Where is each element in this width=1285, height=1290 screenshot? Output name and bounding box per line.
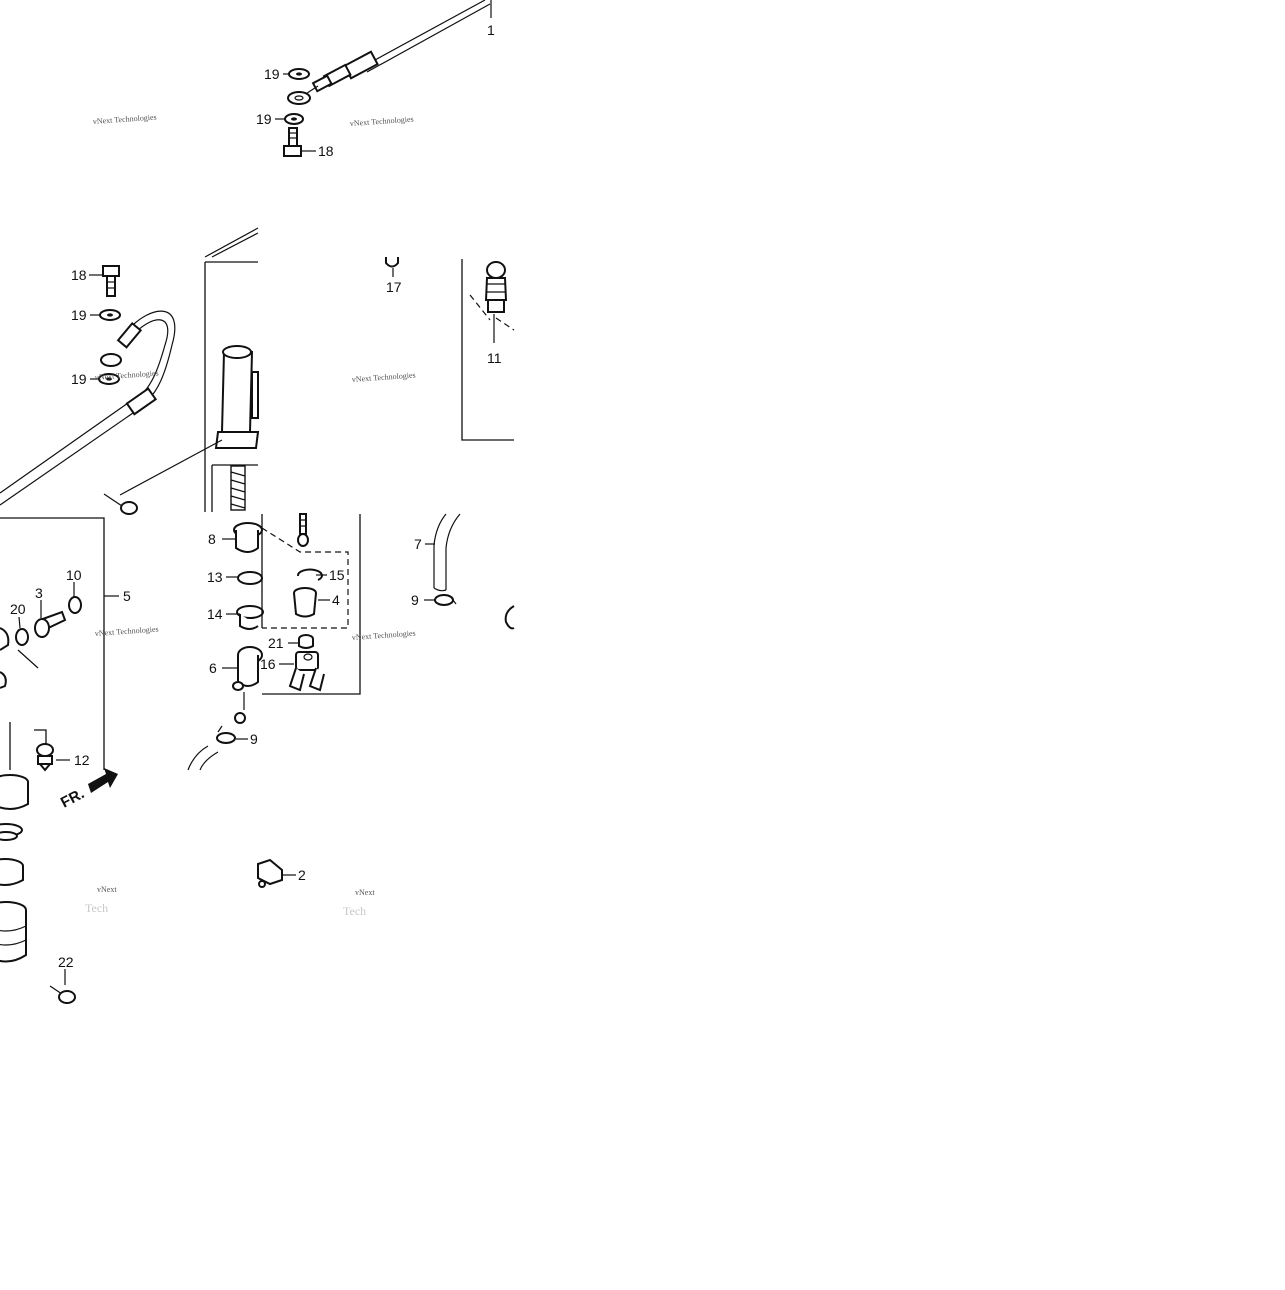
part-number-21: 21: [268, 635, 284, 651]
watermark: vNext Technologies: [95, 625, 159, 638]
brake-hose-1: [287, 0, 492, 105]
diaphragm-icon: [236, 605, 264, 630]
hose-joint-icon: [34, 610, 67, 638]
hose-clip-icon: [434, 594, 457, 606]
reservoir-icon: [0, 901, 27, 963]
tile-bottom-middle: 8 13 14 6 9: [187, 513, 416, 918]
tile-top-right: 1 19 19 18 vNext Technologies vNext Tech…: [93, 0, 495, 159]
front-direction-arrow-icon: [88, 768, 118, 793]
part-number-11: 11: [487, 350, 502, 366]
part-number-13: 13: [207, 569, 223, 585]
reservoir-icon: [232, 646, 263, 724]
diaphragm-plate-icon: [0, 823, 23, 841]
reservoir-cap-icon: [0, 774, 29, 810]
nut-icon: [298, 634, 314, 649]
pushrod-icon: [297, 513, 309, 547]
watermark: vNext: [97, 885, 117, 894]
part-number-9-b: 9: [411, 592, 419, 608]
oil-bolt-icon: [102, 265, 120, 297]
diaphragm-icon: [0, 858, 24, 886]
watermark: vNext: [355, 888, 375, 897]
part-number-16: 16: [260, 656, 276, 672]
reservoir-cap-icon: [233, 522, 263, 553]
part-number-19-b: 19: [256, 111, 272, 127]
watermark: vNext Technologies: [350, 115, 414, 128]
master-cylinder-body: [214, 345, 260, 449]
watermark: Tech: [343, 904, 366, 918]
part-number-22: 22: [58, 954, 74, 970]
bolt-icon: [36, 743, 54, 772]
reservoir-hose: [433, 513, 461, 592]
bolt-icon: [103, 493, 138, 515]
hose-clip-icon: [216, 725, 236, 744]
watermark: vNext Technologies: [93, 113, 157, 126]
part-number-7: 7: [414, 536, 422, 552]
part-number-15: 15: [329, 567, 345, 583]
circlip-icon: [297, 568, 323, 581]
screw-icon: [385, 257, 399, 268]
piston-spring-icon: [230, 465, 246, 511]
part-number-19-a: 19: [264, 66, 280, 82]
diaphragm-plate-icon: [237, 571, 263, 585]
part-number-10: 10: [66, 567, 82, 583]
front-direction-label: FR.: [58, 785, 87, 811]
brake-hose: [0, 310, 176, 506]
watermark: Tech: [85, 901, 108, 915]
bushing-icon: [293, 587, 317, 618]
tile-bottom-left: 5 10 3 20 12 FR.: [0, 517, 159, 1004]
part-number-2: 2: [298, 867, 306, 883]
part-number-17: 17: [386, 279, 402, 295]
part-number-3: 3: [35, 585, 43, 601]
watermark: vNext Technologies: [95, 369, 159, 382]
part-number-1: 1: [487, 22, 495, 38]
part-number-19-d: 19: [71, 371, 87, 387]
clevis-joint-icon: [288, 651, 325, 692]
part-number-5: 5: [123, 588, 131, 604]
part-number-14: 14: [207, 606, 223, 622]
part-number-9-a: 9: [250, 731, 258, 747]
part-number-18-b: 18: [71, 267, 87, 283]
tile-middle-left: 18 19 19: [0, 227, 260, 515]
watermark: vNext Technologies: [352, 629, 416, 642]
watermark: vNext Technologies: [352, 371, 416, 384]
part-number-20: 20: [10, 601, 26, 617]
o-ring-icon: [15, 628, 29, 646]
tile-middle-right: 17 11 vNext Technologies: [352, 257, 515, 441]
bolt-icon: [49, 985, 76, 1004]
part-number-8: 8: [208, 531, 216, 547]
part-number-6: 6: [209, 660, 217, 676]
part-number-18-a: 18: [318, 143, 334, 159]
tile-bottom-right: 7 9: [411, 513, 515, 630]
bracket-icon: [257, 858, 283, 888]
part-number-4: 4: [332, 592, 340, 608]
oil-bolt-icon: [283, 127, 302, 157]
part-number-12: 12: [74, 752, 90, 768]
dust-boot-icon: [484, 261, 508, 313]
circlip-icon: [68, 596, 82, 614]
part-number-19-c: 19: [71, 307, 87, 323]
